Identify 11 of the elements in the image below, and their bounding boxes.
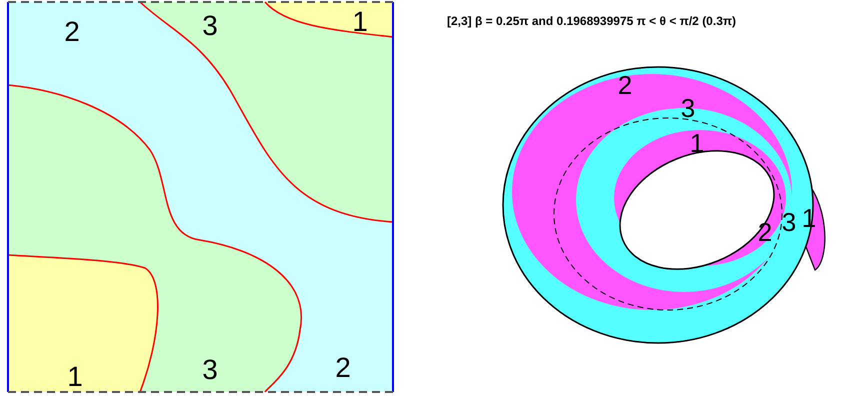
region-number: 2: [64, 18, 80, 46]
region-number: 1: [690, 130, 704, 156]
region-number: 2: [758, 219, 772, 245]
region-number: 3: [202, 356, 218, 384]
region-number: 2: [335, 354, 351, 382]
region-number: 1: [67, 363, 83, 391]
region-number: 1: [352, 8, 368, 36]
region-number: 2: [618, 72, 632, 98]
region-number: 3: [202, 12, 218, 40]
plot-title: [2,3] β = 0.25π and 0.1968939975 π < θ < π/2 (0.3π): [447, 13, 736, 30]
region-number: 3: [782, 209, 796, 235]
